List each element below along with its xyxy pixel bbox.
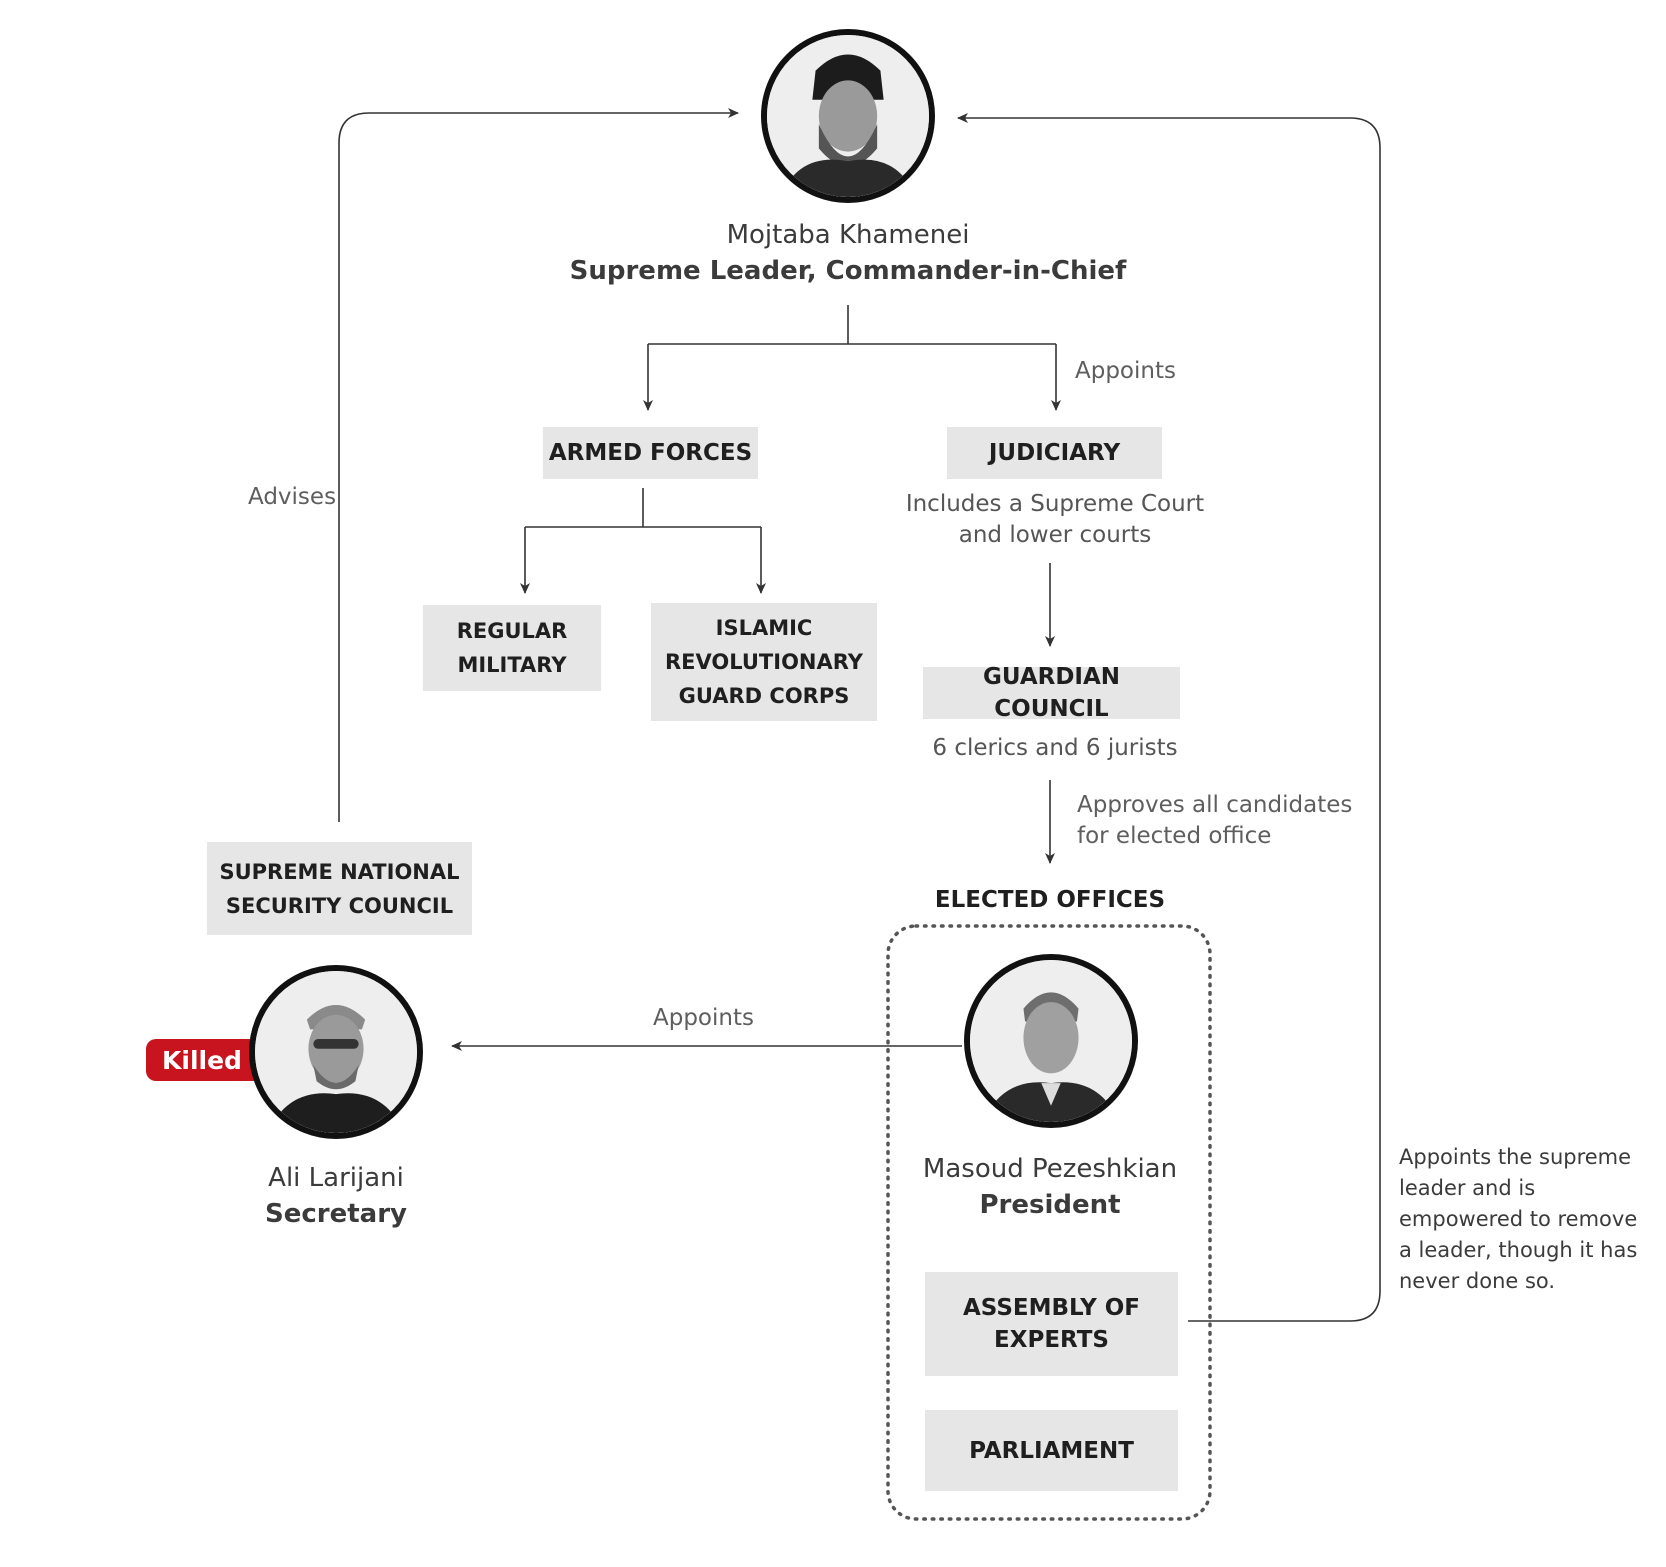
appoints-label-mid: Appoints <box>653 1005 754 1031</box>
irgc-box: ISLAMIC REVOLUTIONARY GUARD CORPS <box>651 603 877 721</box>
supreme-leader-name: Mojtaba Khamenei <box>726 220 970 250</box>
snsc-box: SUPREME NATIONAL SECURITY COUNCIL <box>207 842 472 935</box>
irgc-line-3: GUARD CORPS <box>678 684 850 708</box>
elected-offices-title: ELECTED OFFICES <box>934 887 1166 913</box>
supreme-leader-portrait <box>761 29 935 203</box>
president-name: Masoud Pezeshkian <box>922 1154 1178 1184</box>
assembly-note-line-2: leader and is <box>1399 1176 1536 1200</box>
assembly-appoints-arrow <box>957 113 1381 1322</box>
assembly-of-experts-box: ASSEMBLY OF EXPERTS <box>925 1272 1178 1376</box>
killed-badge: Killed <box>146 1039 264 1081</box>
snsc-line-2: SECURITY COUNCIL <box>225 893 454 918</box>
person-silhouette-icon <box>970 960 1132 1122</box>
irgc-line-1: ISLAMIC <box>715 616 813 640</box>
irgc-line-2: REVOLUTIONARY <box>665 650 863 674</box>
person-silhouette-icon <box>255 971 417 1133</box>
regular-military-line-2: MILITARY <box>457 653 567 677</box>
appoints-label-top: Appoints <box>1075 358 1176 384</box>
supreme-leader-role: Supreme Leader, Commander-in-Chief <box>569 256 1127 286</box>
advises-arrow <box>338 108 739 822</box>
approves-label-line-2: for elected office <box>1077 823 1272 849</box>
regular-military-line-1: REGULAR <box>456 619 568 643</box>
assembly-note-line-3: empowered to remove <box>1399 1207 1638 1231</box>
assembly-note: Appoints the supreme leader and is empow… <box>1399 1142 1637 1297</box>
assembly-line-1: ASSEMBLY OF <box>962 1295 1141 1321</box>
president-role: President <box>979 1190 1121 1220</box>
snsc-line-1: SUPREME NATIONAL <box>219 859 460 884</box>
guardian-council-box: GUARDIAN COUNCIL <box>923 664 1180 722</box>
secretary-role: Secretary <box>265 1199 407 1229</box>
assembly-note-line-5: never done so. <box>1399 1269 1556 1293</box>
judiciary-box: JUDICIARY <box>947 427 1162 479</box>
judiciary-description-line-2: and lower courts <box>958 522 1152 548</box>
judiciary-description: Includes a Supreme Court and lower court… <box>900 489 1210 551</box>
secretary-name: Ali Larijani <box>268 1163 404 1193</box>
judiciary-description-line-1: Includes a Supreme Court <box>905 491 1205 517</box>
advises-label: Advises <box>248 484 337 510</box>
regular-military-box: REGULAR MILITARY <box>423 605 601 691</box>
approves-label-line-1: Approves all candidates <box>1077 792 1353 818</box>
assembly-note-line-4: a leader, though it has <box>1399 1238 1638 1262</box>
assembly-line-2: EXPERTS <box>994 1327 1109 1353</box>
president-portrait <box>964 954 1138 1128</box>
guardian-council-description: 6 clerics and 6 jurists <box>932 735 1178 761</box>
person-silhouette-icon <box>767 35 929 197</box>
parliament-box: PARLIAMENT <box>925 1410 1178 1491</box>
elected-offices-frame <box>886 924 1212 1521</box>
assembly-note-line-1: Appoints the supreme <box>1399 1145 1632 1169</box>
secretary-portrait <box>249 965 423 1139</box>
armed-forces-box: ARMED FORCES <box>543 427 758 479</box>
approves-label: Approves all candidates for elected offi… <box>1077 790 1352 852</box>
